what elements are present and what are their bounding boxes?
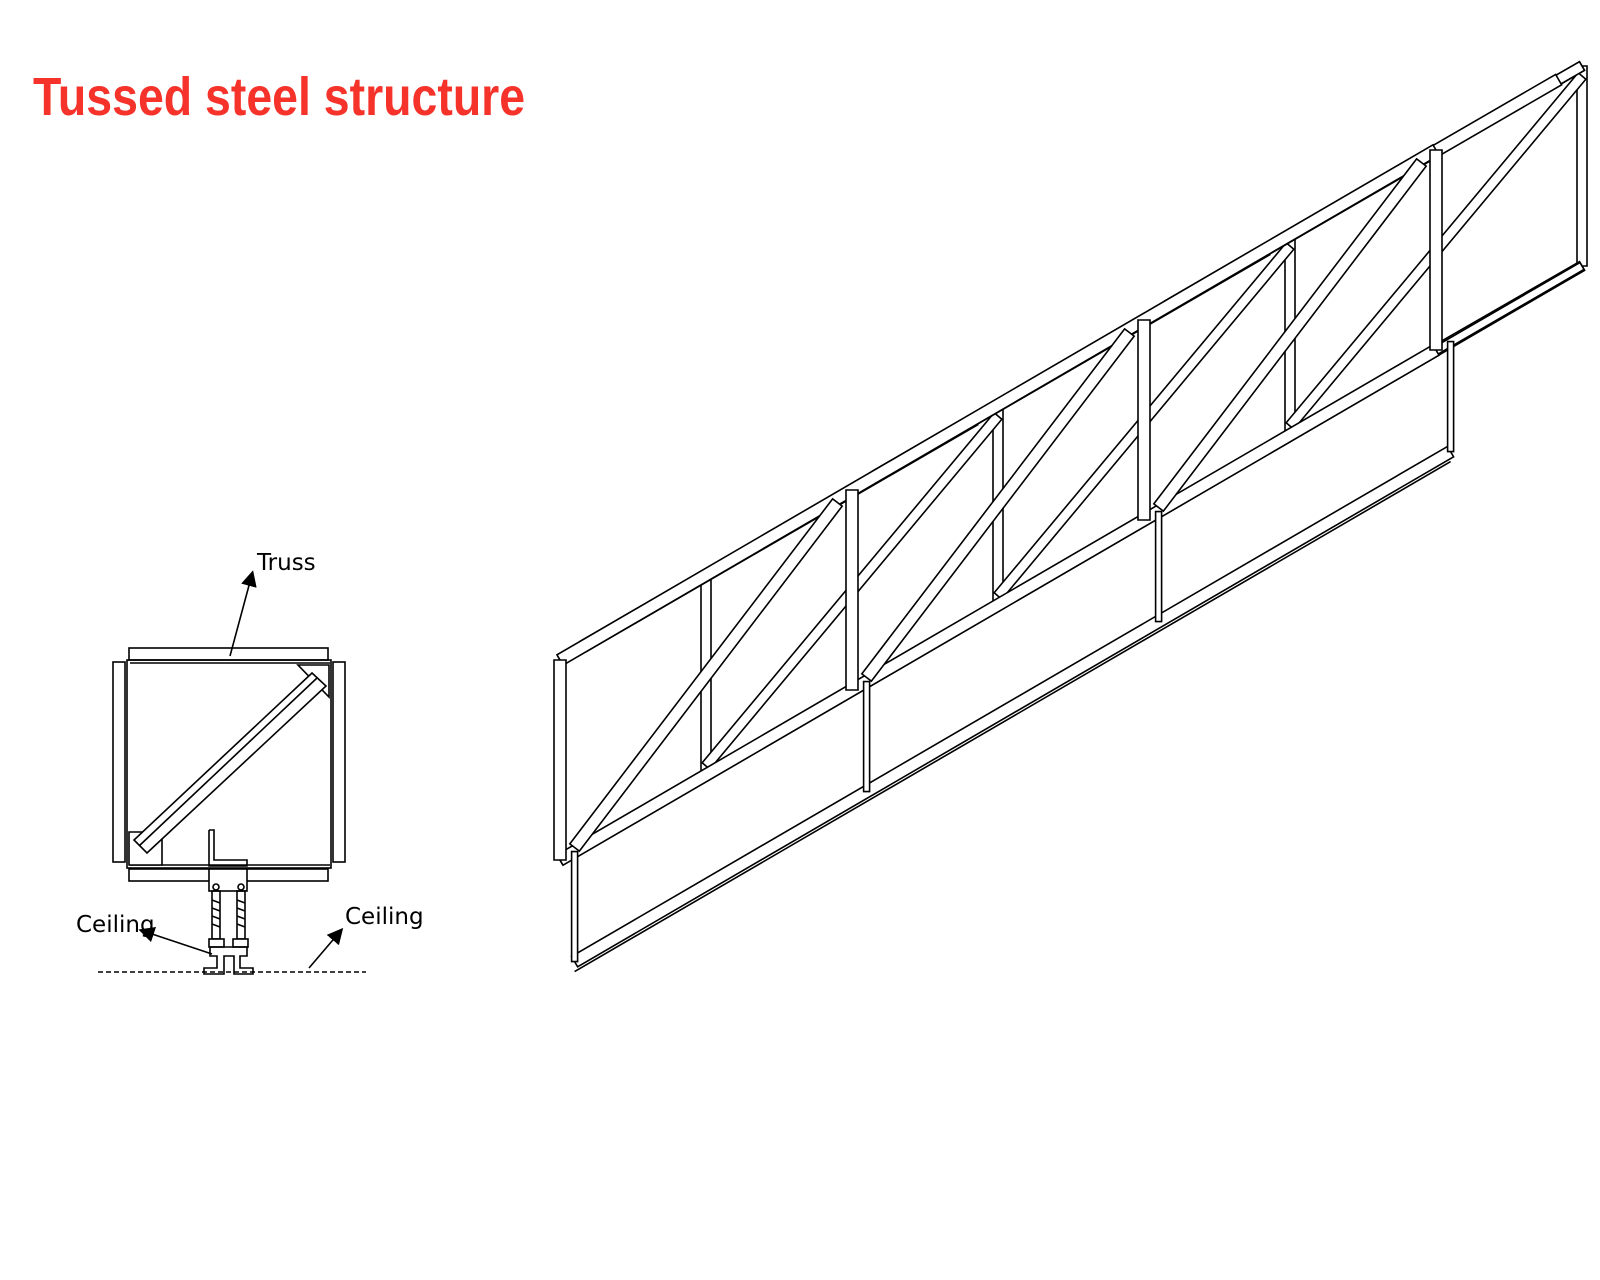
front-post bbox=[1137, 319, 1151, 521]
front-post bbox=[553, 659, 567, 861]
ceiling-label-right: Ceiling bbox=[345, 904, 424, 930]
page-title: Tussed steel structure bbox=[33, 67, 526, 127]
ceiling-leader-arrow-left bbox=[138, 926, 213, 955]
ceiling-leader-arrow-right bbox=[308, 927, 344, 969]
hanger-rod bbox=[570, 850, 579, 963]
front-diagonal bbox=[860, 327, 1136, 683]
hanger-rod bbox=[1154, 510, 1163, 623]
truss-label: Truss bbox=[257, 550, 316, 576]
back-post bbox=[1576, 65, 1588, 267]
hanger-rod bbox=[862, 680, 871, 793]
truss-section bbox=[112, 647, 346, 975]
front-diagonal bbox=[1152, 157, 1428, 513]
truss-leader-arrow bbox=[229, 570, 257, 657]
ceiling-rail-edge bbox=[574, 460, 1452, 973]
front-post bbox=[845, 489, 859, 691]
front-post bbox=[1429, 149, 1443, 351]
front-diagonal bbox=[568, 497, 844, 853]
hanger-rod bbox=[1446, 340, 1455, 453]
